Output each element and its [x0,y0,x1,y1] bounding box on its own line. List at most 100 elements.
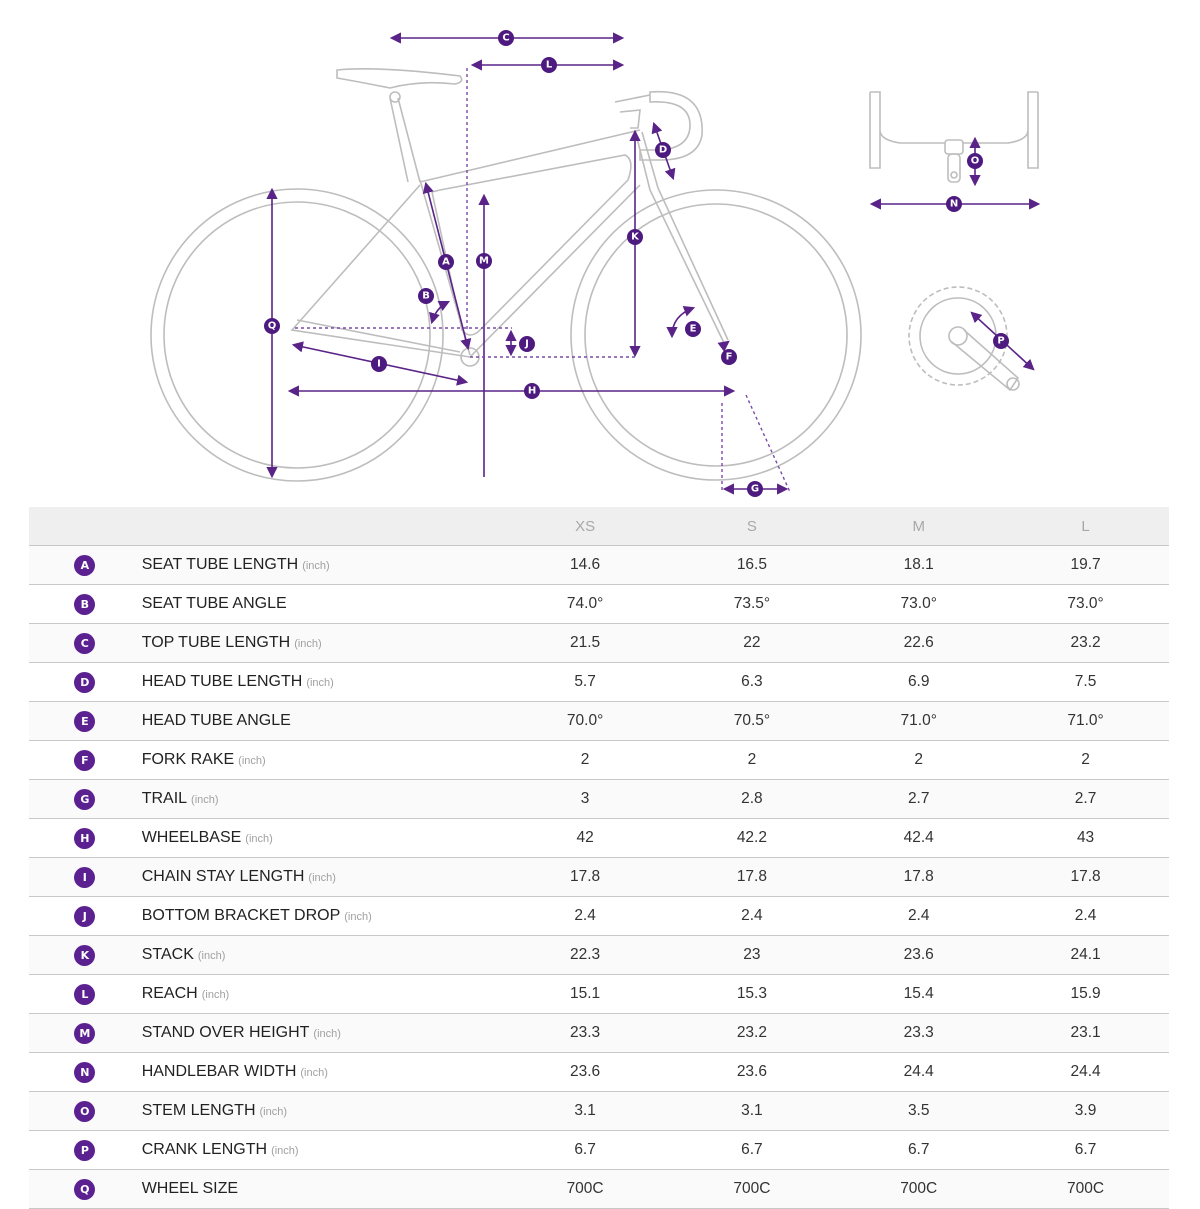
label-text: L [546,60,553,71]
letter-badge: M [74,1022,96,1044]
measurement-label: SEAT TUBE LENGTH [141,556,299,573]
value-m: 71.0° [835,701,1003,741]
letter-badge: H [74,827,96,849]
measurement-name: SEAT TUBE LENGTH(inch) [140,545,502,585]
letter-badge: G [74,788,96,810]
measurement-label: CHAIN STAY LENGTH [141,868,305,885]
bike-geometry-diagram: C L A B M K J D E F Q I H G N O P [150,30,1041,497]
letter-badge: E [74,710,96,732]
label-text: J [524,339,529,350]
measurement-name: BOTTOM BRACKET DROP(inch) [140,896,502,936]
value-s: 2 [668,740,836,780]
unit-label: (inch) [300,1067,328,1079]
size-header-row: XS S M L [29,507,1169,546]
label-h: H [524,383,540,399]
value-m: 2.4 [835,896,1003,936]
value-s: 22 [668,623,836,663]
value-xs: 5.7 [501,662,669,702]
letter-badge: F [74,749,96,771]
label-text: Q [268,321,277,332]
size-header-l: L [1002,507,1169,546]
value-xs: 21.5 [501,623,669,663]
value-l: 15.9 [1002,974,1169,1014]
badge-cell: N [29,1052,141,1092]
measurement-label: STEM LENGTH [141,1102,256,1119]
value-l: 73.0° [1002,584,1169,624]
label-p: P [993,333,1009,349]
value-s: 2.4 [668,896,836,936]
label-text: A [442,257,450,268]
letter-badge: K [74,944,96,966]
value-xs: 14.6 [501,545,669,585]
label-text: I [377,359,381,370]
value-s: 3.1 [668,1091,836,1131]
value-m: 23.3 [835,1013,1003,1053]
label-d: D [655,142,671,158]
label-q: Q [264,318,280,334]
measurement-label: TOP TUBE LENGTH [141,634,291,651]
value-l: 23.1 [1002,1013,1169,1053]
measurement-name: STACK(inch) [140,935,502,975]
label-c: C [498,30,514,46]
measurement-name: CRANK LENGTH(inch) [140,1130,502,1170]
unit-label: (inch) [191,794,219,806]
label-f: F [721,349,737,365]
badge-cell: K [29,935,141,975]
label-text: P [997,336,1004,347]
value-l: 24.4 [1002,1052,1169,1092]
letter-badge: L [74,983,96,1005]
letter-badge: J [74,905,96,927]
measurement-label: FORK RAKE [141,751,235,768]
label-b: B [418,288,434,304]
badge-cell: E [29,701,141,741]
dimension-lines [266,32,1041,495]
label-m: M [476,253,492,269]
header-empty [29,507,141,546]
letter-badge: I [74,866,96,888]
unit-label: (inch) [245,833,273,845]
value-m: 700C [835,1169,1003,1209]
value-m: 3.5 [835,1091,1003,1131]
letter-badge: D [74,671,96,693]
measurement-name: CHAIN STAY LENGTH(inch) [140,857,502,897]
badge-cell: A [29,545,141,585]
badge-cell: P [29,1130,141,1170]
label-i: I [371,356,387,372]
badge-cell: Q [29,1169,141,1209]
value-xs: 3 [501,779,669,819]
measurement-label: HANDLEBAR WIDTH [141,1063,297,1080]
label-text: B [422,291,430,302]
unit-label: (inch) [306,677,334,689]
letter-badge: P [74,1139,96,1161]
measurement-label: TRAIL [141,790,188,807]
unit-label: (inch) [302,560,330,572]
value-xs: 17.8 [501,857,669,897]
value-xs: 6.7 [501,1130,669,1170]
value-l: 43 [1002,818,1169,858]
value-xs: 15.1 [501,974,669,1014]
label-text: E [690,324,697,335]
label-k: K [627,229,643,245]
letter-badge: Q [74,1178,96,1200]
label-a: A [438,254,454,270]
label-n: N [946,196,962,212]
value-l: 6.7 [1002,1130,1169,1170]
label-text: O [971,156,980,167]
label-text: K [631,232,640,243]
dimension-labels: C L A B M K J D E F Q I H G N O P [264,30,1009,497]
value-l: 17.8 [1002,857,1169,897]
unit-label: (inch) [197,950,226,962]
unit-label: (inch) [344,911,372,923]
value-l: 2.4 [1002,896,1169,936]
badge-cell: G [29,779,141,819]
value-m: 18.1 [835,545,1003,585]
label-text: G [751,484,759,495]
badge-cell: L [29,974,141,1014]
measurement-name: TOP TUBE LENGTH(inch) [140,623,502,663]
